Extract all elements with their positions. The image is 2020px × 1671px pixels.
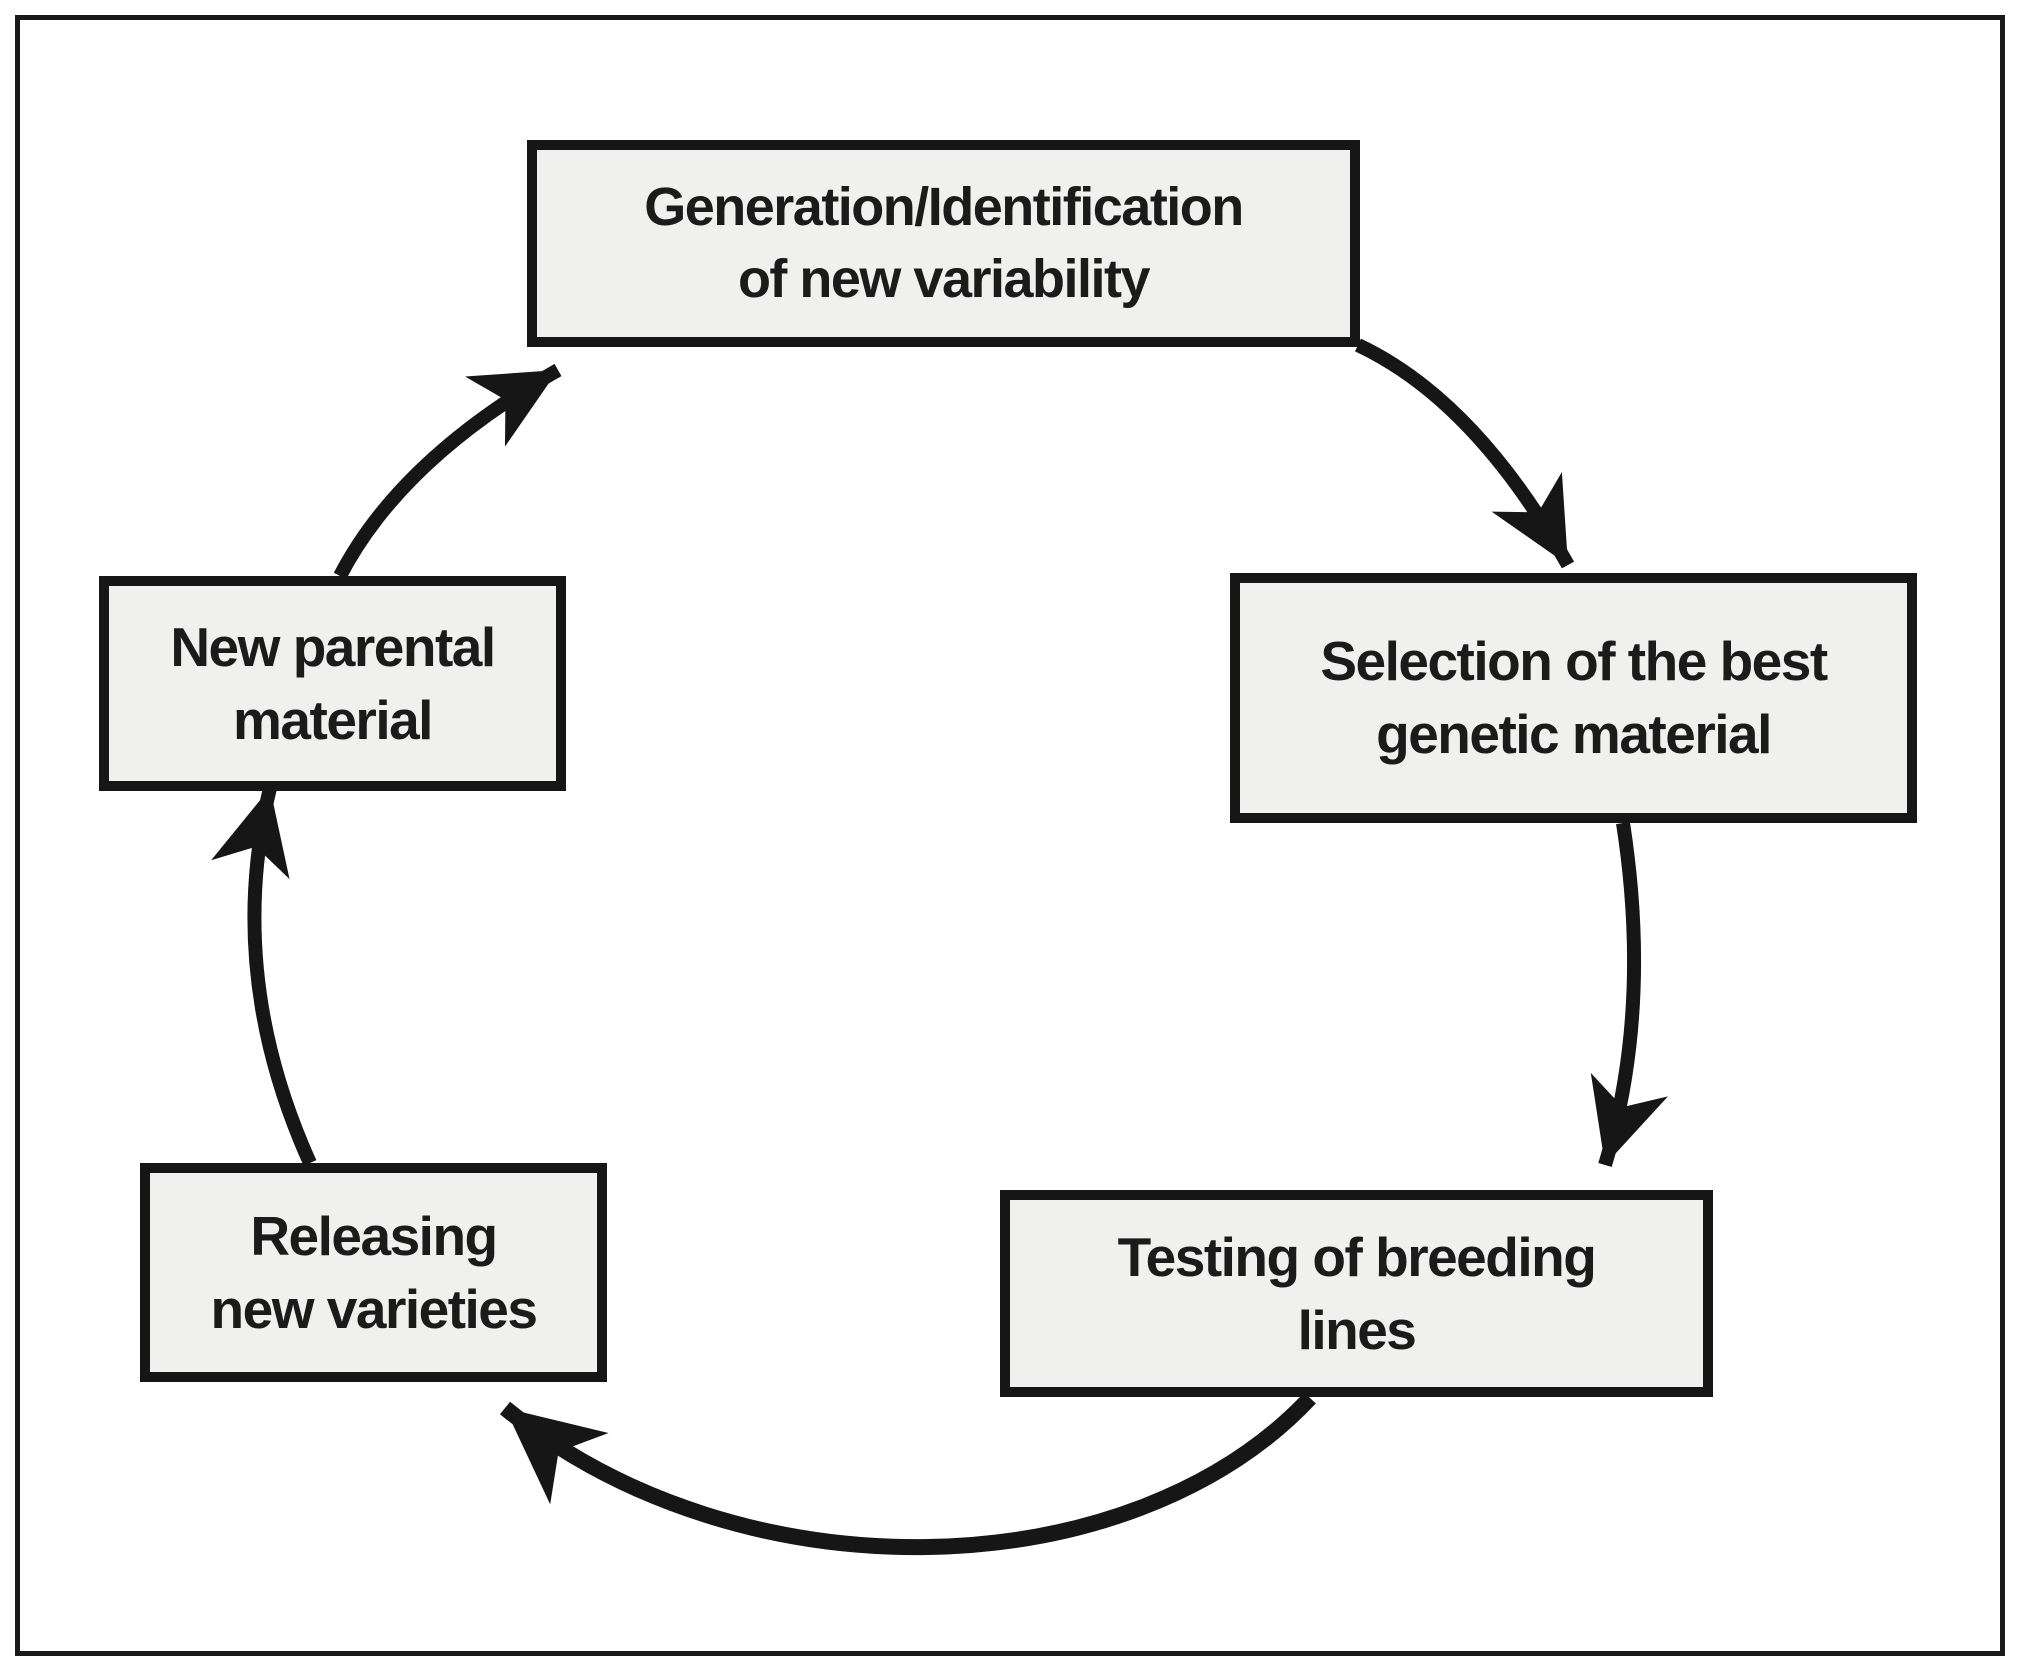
node-testing-label: Testing of breeding lines — [1117, 1225, 1597, 1361]
arrow-releasing-to-parental — [211, 786, 317, 1166]
arrow-selection-to-testing — [1590, 821, 1668, 1168]
arrow-generation-to-selection — [1355, 338, 1575, 569]
node-testing: Testing of breeding lines — [1000, 1190, 1713, 1397]
node-releasing: Releasing new varieties — [140, 1163, 607, 1382]
node-generation: Generation/Identification of new variabi… — [527, 140, 1360, 347]
arrow-testing-to-releasing — [499, 1392, 1316, 1556]
node-generation-label: Generation/Identification of new variabi… — [644, 177, 1244, 309]
node-releasing-label: Releasing new varieties — [210, 1204, 538, 1340]
node-selection-label: Selection of the best genetic material — [1320, 630, 1828, 765]
node-parental-label: New parental material — [170, 615, 496, 751]
node-selection: Selection of the best genetic material — [1230, 573, 1917, 823]
node-parental: New parental material — [99, 576, 566, 791]
arrow-parental-to-generation — [333, 363, 562, 580]
